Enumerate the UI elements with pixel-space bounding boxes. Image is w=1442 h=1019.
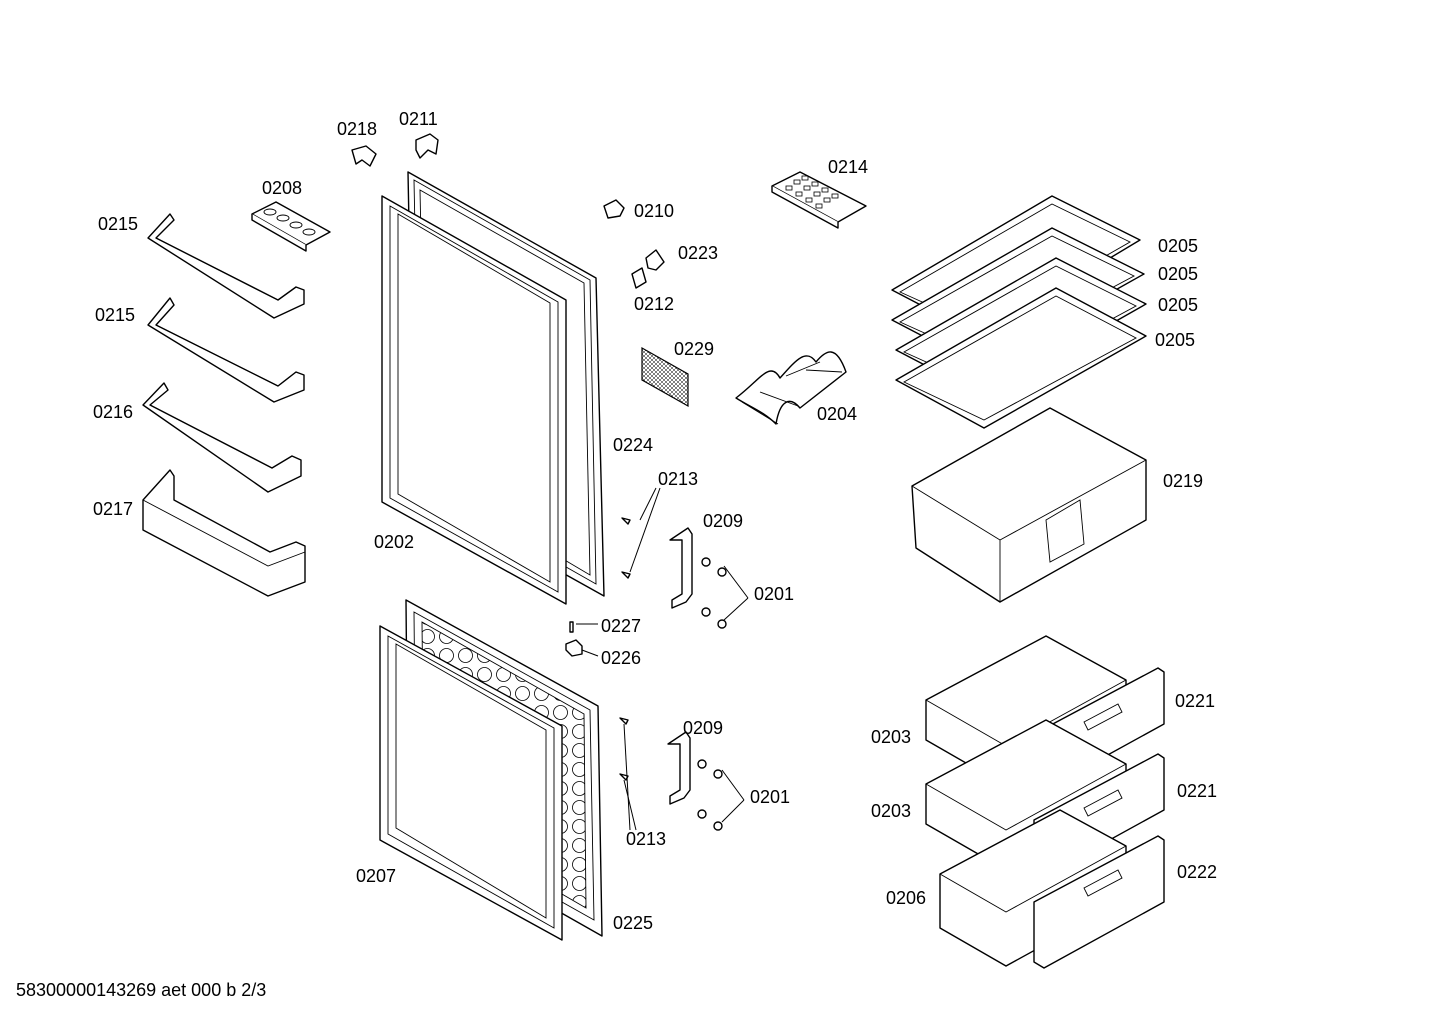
label-0224: 0224 — [613, 435, 654, 455]
door-shelf-0215-bottom — [147, 297, 305, 403]
label-0205-4: 0205 — [1155, 330, 1196, 350]
hinge-0210 — [603, 199, 625, 219]
label-0214: 0214 — [828, 157, 869, 177]
label-0221-lower: 0221 — [1177, 781, 1218, 801]
lower-gasket-0207 — [379, 625, 563, 941]
pin-0227 — [569, 621, 574, 633]
bottle-rack-0204 — [735, 351, 847, 425]
door-shelf-0215-top — [147, 213, 305, 319]
label-0207: 0207 — [356, 866, 397, 886]
label-0205-2: 0205 — [1158, 264, 1199, 284]
label-0225: 0225 — [613, 913, 654, 933]
label-0221-upper: 0221 — [1175, 691, 1216, 711]
label-0227: 0227 — [601, 616, 642, 636]
screws-0213-upper — [621, 517, 631, 579]
label-0208: 0208 — [262, 178, 303, 198]
door-shelf-0217 — [142, 469, 306, 597]
glass-shelves-0205 — [891, 195, 1147, 429]
label-0209-lower: 0209 — [683, 718, 724, 738]
label-0209-upper: 0209 — [703, 511, 744, 531]
label-0229: 0229 — [674, 339, 715, 359]
mesh-filter-0229 — [641, 346, 689, 408]
label-0226: 0226 — [601, 648, 642, 668]
handle-0209-lower — [667, 731, 691, 805]
hinge-0212 — [631, 267, 647, 289]
label-0219: 0219 — [1163, 471, 1204, 491]
label-0205-3: 0205 — [1158, 295, 1199, 315]
handle-0209-upper — [669, 527, 693, 609]
ice-tray-0214 — [771, 171, 867, 229]
label-0204: 0204 — [817, 404, 858, 424]
label-0215-top: 0215 — [98, 214, 139, 234]
label-0202: 0202 — [374, 532, 415, 552]
screws-0201-lower — [697, 759, 723, 831]
label-0222: 0222 — [1177, 862, 1218, 882]
clip-0211 — [415, 133, 439, 159]
clip-0218 — [351, 145, 377, 167]
label-0201-upper: 0201 — [754, 584, 795, 604]
egg-tray-0208 — [251, 201, 331, 252]
label-0213-lower: 0213 — [626, 829, 667, 849]
label-0206: 0206 — [886, 888, 927, 908]
label-0203-lower: 0203 — [871, 801, 912, 821]
block-0226 — [565, 639, 583, 657]
label-0223: 0223 — [678, 243, 719, 263]
label-0201-lower: 0201 — [750, 787, 791, 807]
drawer-front-0222 — [1033, 835, 1165, 969]
drawer-box-0219 — [911, 407, 1147, 603]
label-0211: 0211 — [399, 109, 438, 129]
drawer-0203-lower — [925, 719, 1127, 871]
label-0217: 0217 — [93, 499, 134, 519]
label-0212: 0212 — [634, 294, 675, 314]
screws-0201-upper — [701, 557, 727, 629]
leader-lines — [576, 487, 749, 831]
label-0215-bottom: 0215 — [95, 305, 136, 325]
label-0205-1: 0205 — [1158, 236, 1199, 256]
upper-gasket-0202 — [381, 195, 567, 605]
door-shelf-0216 — [142, 382, 302, 493]
document-reference: 58300000143269 aet 000 b 2/3 — [16, 980, 267, 1000]
label-0203-upper: 0203 — [871, 727, 912, 747]
label-0210: 0210 — [634, 201, 675, 221]
hinge-0223 — [645, 249, 665, 271]
label-0218: 0218 — [337, 119, 378, 139]
label-0213-upper: 0213 — [658, 469, 699, 489]
label-0216: 0216 — [93, 402, 134, 422]
